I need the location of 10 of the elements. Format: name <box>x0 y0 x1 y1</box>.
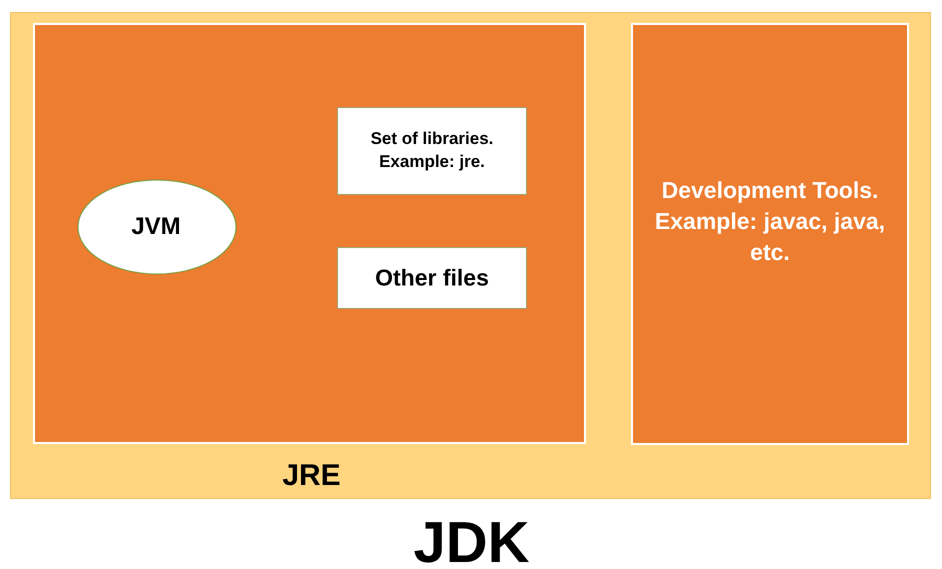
node-label: JRE <box>281 458 342 494</box>
ellipse-shape <box>77 179 237 275</box>
node-label: Set of libraries. Example: jre. <box>370 128 494 173</box>
process-box <box>337 247 527 309</box>
tools-panel <box>631 23 909 445</box>
node-label: JVM <box>130 212 182 242</box>
node-label: JDK <box>412 513 531 569</box>
node-label: Development Tools. Example: javac, java, etc. <box>654 176 886 268</box>
node-label: Other files <box>374 263 490 292</box>
process-box <box>337 107 527 195</box>
